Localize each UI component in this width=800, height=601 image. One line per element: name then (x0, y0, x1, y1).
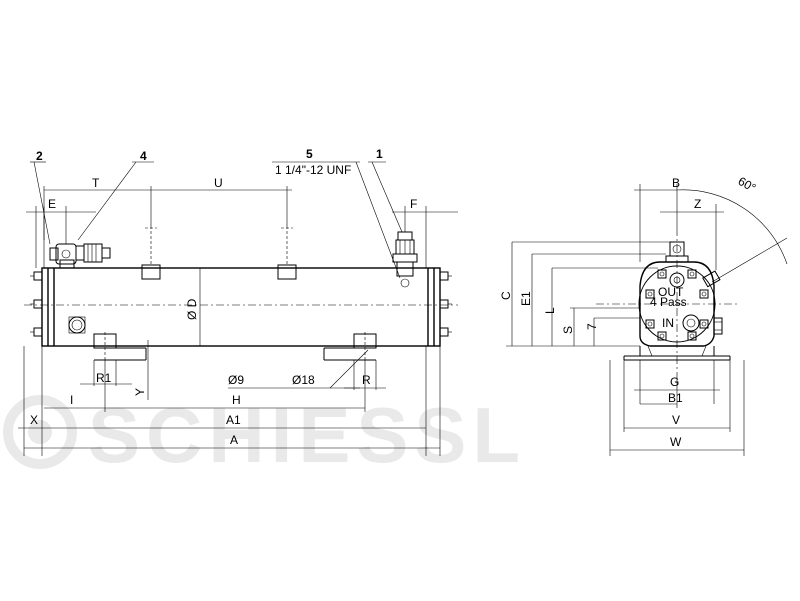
watermark-logo-icon (3, 395, 77, 469)
dim-7-label: 7 (585, 323, 599, 330)
callout-2: 2 (36, 149, 43, 163)
port-in-label: IN (662, 316, 674, 330)
watermark-text: SCHIESSL (88, 391, 526, 479)
dim-b1-label: B1 (668, 391, 683, 405)
fitting-1-icon (392, 231, 418, 288)
callout-5-spec: 1 1/4"-12 UNF (275, 163, 351, 177)
end-bolts-right (439, 271, 452, 337)
dim-l-label: L (543, 307, 557, 314)
stub-left (141, 264, 161, 280)
dim-e-label: E (48, 197, 56, 211)
end-view: OUT 4 Pass IN (596, 228, 740, 372)
fitting-4-icon (49, 243, 111, 269)
angle-arc (676, 189, 788, 265)
stub-right (277, 264, 297, 280)
dim-g-label: G (670, 375, 679, 389)
flange-bolts (645, 269, 709, 341)
dim-d-label: Ø D (185, 298, 199, 320)
dim-h-label: H (232, 393, 241, 407)
dim-a-label: A (230, 433, 238, 447)
port-passes-label: 4 Pass (650, 295, 687, 309)
dim-hole18-label: Ø18 (292, 373, 315, 387)
end-dimensions: B Z 60° C E1 L S 7 G B1 (499, 174, 788, 456)
dim-r-label: R (362, 373, 371, 387)
in-port-icon (682, 314, 700, 332)
side-fitting-icon (702, 270, 721, 288)
end-flange (639, 261, 715, 347)
bottom-port-icon (68, 316, 86, 334)
dim-z-label: Z (694, 197, 701, 211)
dim-v-label: V (672, 413, 680, 427)
dim-w-label: W (670, 435, 682, 449)
dim-u-label: U (214, 176, 223, 190)
dim-a1-label: A1 (226, 413, 241, 427)
side-callouts: 2 4 5 1 1/4"-12 UNF 1 (30, 147, 403, 279)
dim-s-label: S (561, 326, 575, 334)
callout-1: 1 (376, 147, 383, 161)
dim-t-label: T (92, 176, 100, 190)
dim-r1-label: R1 (96, 371, 112, 385)
side-dimensions: T U E F Ø D R1 Y I H Ø9 Ø18 (18, 176, 458, 456)
dim-e1-label: E1 (519, 291, 533, 306)
dim-f-label: F (410, 197, 417, 211)
port-out-label: OUT (658, 285, 684, 299)
callout-5: 5 (306, 147, 313, 161)
side-view (24, 226, 458, 361)
right-lug-icon (713, 317, 723, 335)
dim-c-label: C (499, 291, 513, 300)
callout-4: 4 (140, 149, 147, 163)
dim-i-label: I (70, 393, 73, 407)
watermark: SCHIESSL (3, 391, 526, 479)
dim-x-label: X (30, 413, 38, 427)
dim-hole9-label: Ø9 (228, 373, 244, 387)
dim-y-label: Y (133, 388, 147, 396)
end-bolts-left (30, 271, 43, 337)
dim-b-label: B (672, 176, 680, 190)
dim-angle-label: 60° (736, 174, 759, 195)
